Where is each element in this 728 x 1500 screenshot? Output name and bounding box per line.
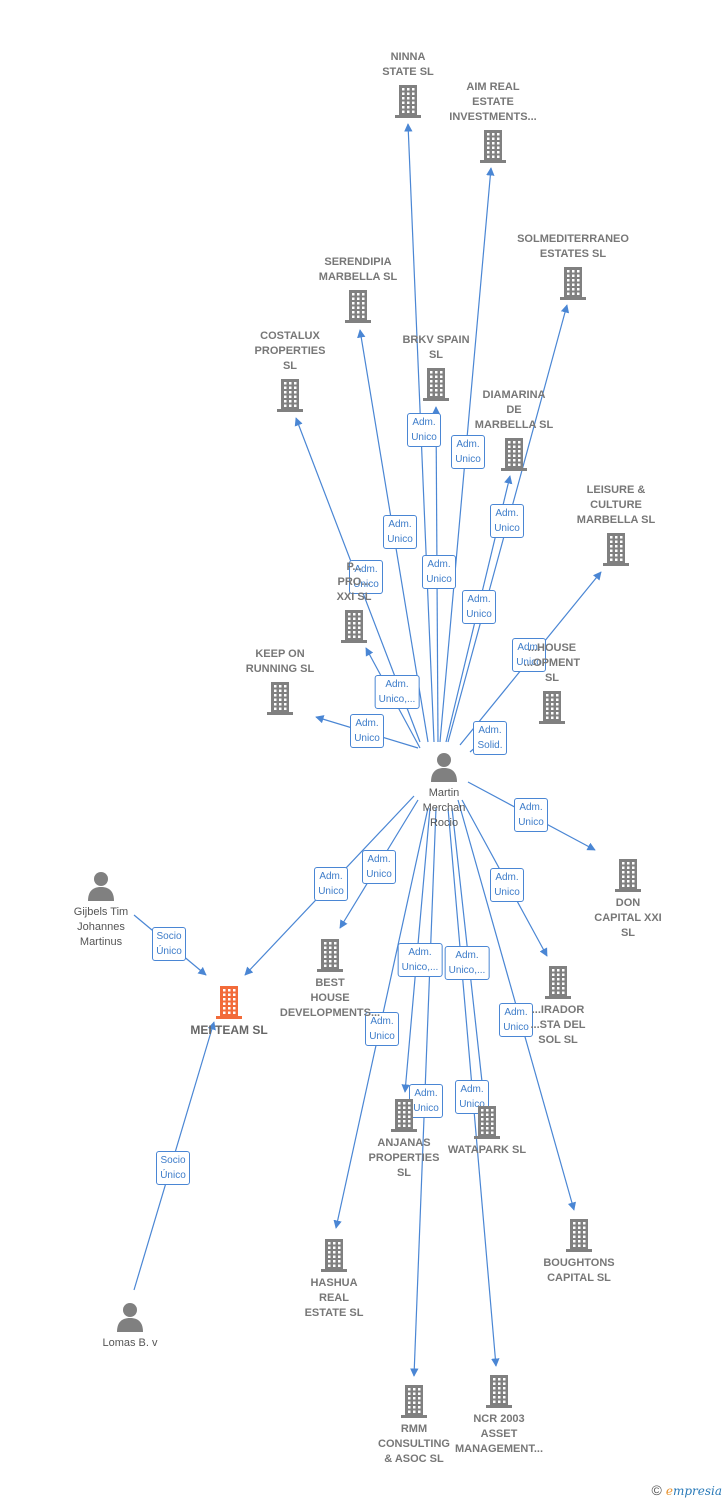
company-node-house_dev[interactable]: ...HOUSE ...OPMENT SL [487, 641, 617, 724]
edge-label-costalux[interactable]: Adm. Unico [349, 560, 383, 594]
node-label: ANJANAS PROPERTIES SL [368, 1137, 440, 1179]
brand-name: empresia [665, 1484, 722, 1498]
edge-label-house_dev[interactable]: Adm. Solid. [473, 721, 507, 755]
building-icon [566, 1219, 592, 1252]
node-label: Lomas B. v [102, 1337, 158, 1349]
building-icon [545, 966, 571, 999]
edge-label-aim[interactable]: Adm. Unico [451, 435, 485, 469]
building-icon [277, 379, 303, 412]
building-icon [395, 85, 421, 118]
company-node-brkv[interactable]: BRKV SPAIN SL [371, 333, 501, 401]
node-label: AIM REAL ESTATE INVESTMENTS... [449, 81, 537, 123]
node-label: KEEP ON RUNNING SL [245, 648, 315, 675]
edge-label-mei[interactable]: Socio Único [156, 1151, 190, 1185]
node-label: ...IRADOR ...STA DEL SOL SL [530, 1004, 586, 1046]
company-node-prop_xxi[interactable]: P... PRO... XXI SL [289, 560, 419, 643]
company-node-rmm[interactable]: RMM CONSULTING & ASOC SL [349, 1384, 479, 1467]
company-node-ninna[interactable]: NINNA STATE SL [343, 50, 473, 118]
company-node-mirador[interactable]: ...IRADOR ...STA DEL SOL SL [493, 965, 623, 1048]
building-icon [486, 1375, 512, 1408]
building-icon [603, 533, 629, 566]
edge-label-mei[interactable]: Adm. Unico [314, 867, 348, 901]
building-icon [321, 1239, 347, 1272]
person-node-gijbels[interactable]: Gijbels Tim Johannes Martinus [36, 871, 166, 950]
node-label: COSTALUX PROPERTIES SL [254, 330, 326, 372]
company-node-hashua[interactable]: HASHUA REAL ESTATE SL [269, 1238, 399, 1321]
edge-label-watapark[interactable]: Adm. Unico,... [444, 946, 490, 980]
edge-label-ninna[interactable]: Adm. Unico [407, 413, 441, 447]
node-label: Martin Merchan Rocio [422, 787, 466, 829]
node-label: BOUGHTONS CAPITAL SL [543, 1257, 615, 1284]
edge-label-boughtons[interactable]: Adm. Unico [499, 1003, 533, 1037]
company-node-serendipia[interactable]: SERENDIPIA MARBELLA SL [293, 255, 423, 323]
node-label: Gijbels Tim Johannes Martinus [73, 906, 129, 948]
node-label: P... PRO... XXI SL [336, 561, 372, 603]
company-node-leisure[interactable]: LEISURE & CULTURE MARBELLA SL [551, 483, 681, 566]
node-label: DON CAPITAL XXI SL [594, 897, 662, 939]
company-node-anjanas[interactable]: ANJANAS PROPERTIES SL [339, 1098, 469, 1181]
person-icon [431, 753, 457, 782]
company-node-aim[interactable]: AIM REAL ESTATE INVESTMENTS... [428, 80, 558, 163]
node-label: SOLMEDITERRANEO ESTATES SL [517, 233, 629, 260]
edge-label-leisure[interactable]: Adm. Unico [512, 638, 546, 672]
edge-label-diamarina[interactable]: Adm. Unico [462, 590, 496, 624]
company-node-don[interactable]: DON CAPITAL XXI SL [563, 858, 693, 941]
building-icon [560, 267, 586, 300]
building-icon [474, 1106, 500, 1139]
edge-label-brkv[interactable]: Adm. Unico [422, 555, 456, 589]
edge-label-rmm[interactable]: Adm. Unico [409, 1084, 443, 1118]
building-icon [480, 130, 506, 163]
person-icon [88, 872, 114, 901]
node-label: BEST HOUSE DEVELOPMENTS... [279, 977, 381, 1019]
edge-label-anjanas[interactable]: Adm. Unico,... [397, 943, 443, 977]
edge-label-don[interactable]: Adm. Unico [514, 798, 548, 832]
node-label: NCR 2003 ASSET MANAGEMENT... [455, 1413, 543, 1455]
edge-label-keep[interactable]: Adm. Unico [350, 714, 384, 748]
node-label: LEISURE & CULTURE MARBELLA SL [576, 484, 656, 526]
node-label: ...HOUSE ...OPMENT SL [523, 642, 581, 684]
edge-label-mirador[interactable]: Adm. Unico [490, 868, 524, 902]
building-icon [216, 986, 242, 1019]
copyright-symbol: © [651, 1482, 662, 1498]
person-node-lomas[interactable]: Lomas B. v [65, 1302, 195, 1351]
building-icon [391, 1099, 417, 1132]
node-label: MEI TEAM SL [190, 1023, 268, 1037]
company-node-watapark[interactable]: WATAPARK SL [422, 1105, 552, 1158]
person-icon [117, 1303, 143, 1332]
building-icon [501, 438, 527, 471]
edge-label-solmed[interactable]: Adm. Unico [490, 504, 524, 538]
company-node-costalux[interactable]: COSTALUX PROPERTIES SL [225, 329, 355, 412]
edge-label-best[interactable]: Adm. Unico [362, 850, 396, 884]
node-label: HASHUA REAL ESTATE SL [304, 1277, 364, 1319]
company-node-mei[interactable]: MEI TEAM SL [164, 985, 294, 1038]
node-label: BRKV SPAIN SL [402, 334, 470, 361]
node-label: WATAPARK SL [447, 1144, 527, 1156]
building-icon [317, 939, 343, 972]
building-icon [341, 610, 367, 643]
edge-label-prop_xxi[interactable]: Adm. Unico,... [374, 675, 420, 709]
person-node-martin[interactable]: Martin Merchan Rocio [379, 752, 509, 831]
company-node-best[interactable]: BEST HOUSE DEVELOPMENTS... [265, 938, 395, 1021]
company-node-keep[interactable]: KEEP ON RUNNING SL [215, 647, 345, 715]
edge-label-mei[interactable]: Socio Único [152, 927, 186, 961]
building-icon [539, 691, 565, 724]
building-icon [345, 290, 371, 323]
company-node-solmed[interactable]: SOLMEDITERRANEO ESTATES SL [508, 232, 638, 300]
company-node-boughtons[interactable]: BOUGHTONS CAPITAL SL [514, 1218, 644, 1286]
empresia-brand[interactable]: ©empresia [652, 1482, 723, 1498]
building-icon [615, 859, 641, 892]
edge-label-serendipia[interactable]: Adm. Unico [383, 515, 417, 549]
node-label: RMM CONSULTING & ASOC SL [378, 1423, 450, 1465]
building-icon [401, 1385, 427, 1418]
node-label: DIAMARINA DE MARBELLA SL [474, 389, 554, 431]
node-label: NINNA STATE SL [382, 51, 434, 78]
building-icon [267, 682, 293, 715]
building-icon [423, 368, 449, 401]
company-node-diamarina[interactable]: DIAMARINA DE MARBELLA SL [449, 388, 579, 471]
node-label: SERENDIPIA MARBELLA SL [318, 256, 398, 283]
company-node-ncr[interactable]: NCR 2003 ASSET MANAGEMENT... [434, 1374, 564, 1457]
edge-label-hashua[interactable]: Adm. Unico [365, 1012, 399, 1046]
